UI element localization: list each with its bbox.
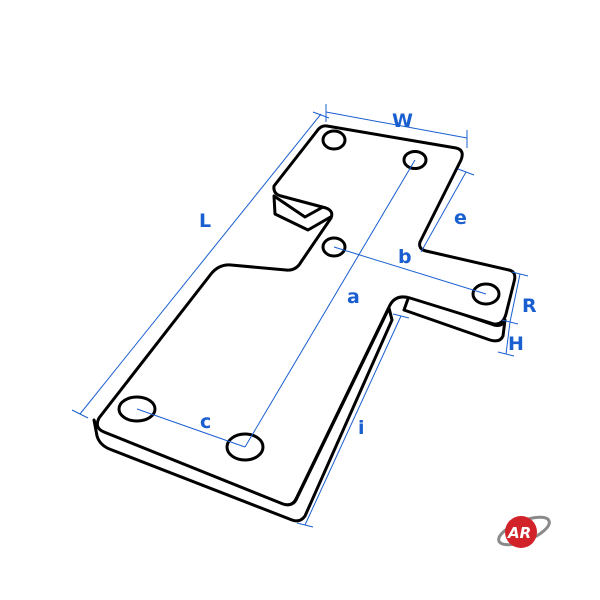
label-e: e: [454, 207, 467, 229]
label-a: a: [347, 286, 360, 308]
dimension-lines: [71, 104, 529, 528]
label-c: c: [200, 411, 211, 433]
plate-body: [92, 124, 517, 523]
logo-disc: [505, 516, 537, 548]
dim-line-a: [244, 159, 416, 448]
dim-line-w: [325, 111, 468, 139]
dim-line-i: [304, 315, 402, 526]
label-b: b: [398, 246, 412, 268]
dim-line-r: [509, 273, 521, 323]
ar-logo: AR: [497, 515, 551, 548]
hole-top-left: [321, 129, 347, 151]
dimension-labels: W L e b a R H c i: [199, 110, 537, 439]
logo-text: AR: [507, 524, 531, 542]
dim-line-h: [505, 321, 511, 355]
dim-line-e: [420, 171, 467, 253]
dim-line-c: [136, 408, 246, 448]
plate-top-face: [95, 124, 517, 507]
label-w: W: [392, 110, 413, 132]
label-i: i: [358, 417, 365, 439]
label-r: R: [522, 295, 537, 317]
dim-line-b: [333, 246, 487, 295]
label-l: L: [199, 210, 211, 232]
dim-line-l: [79, 113, 322, 415]
label-h: H: [508, 333, 524, 355]
